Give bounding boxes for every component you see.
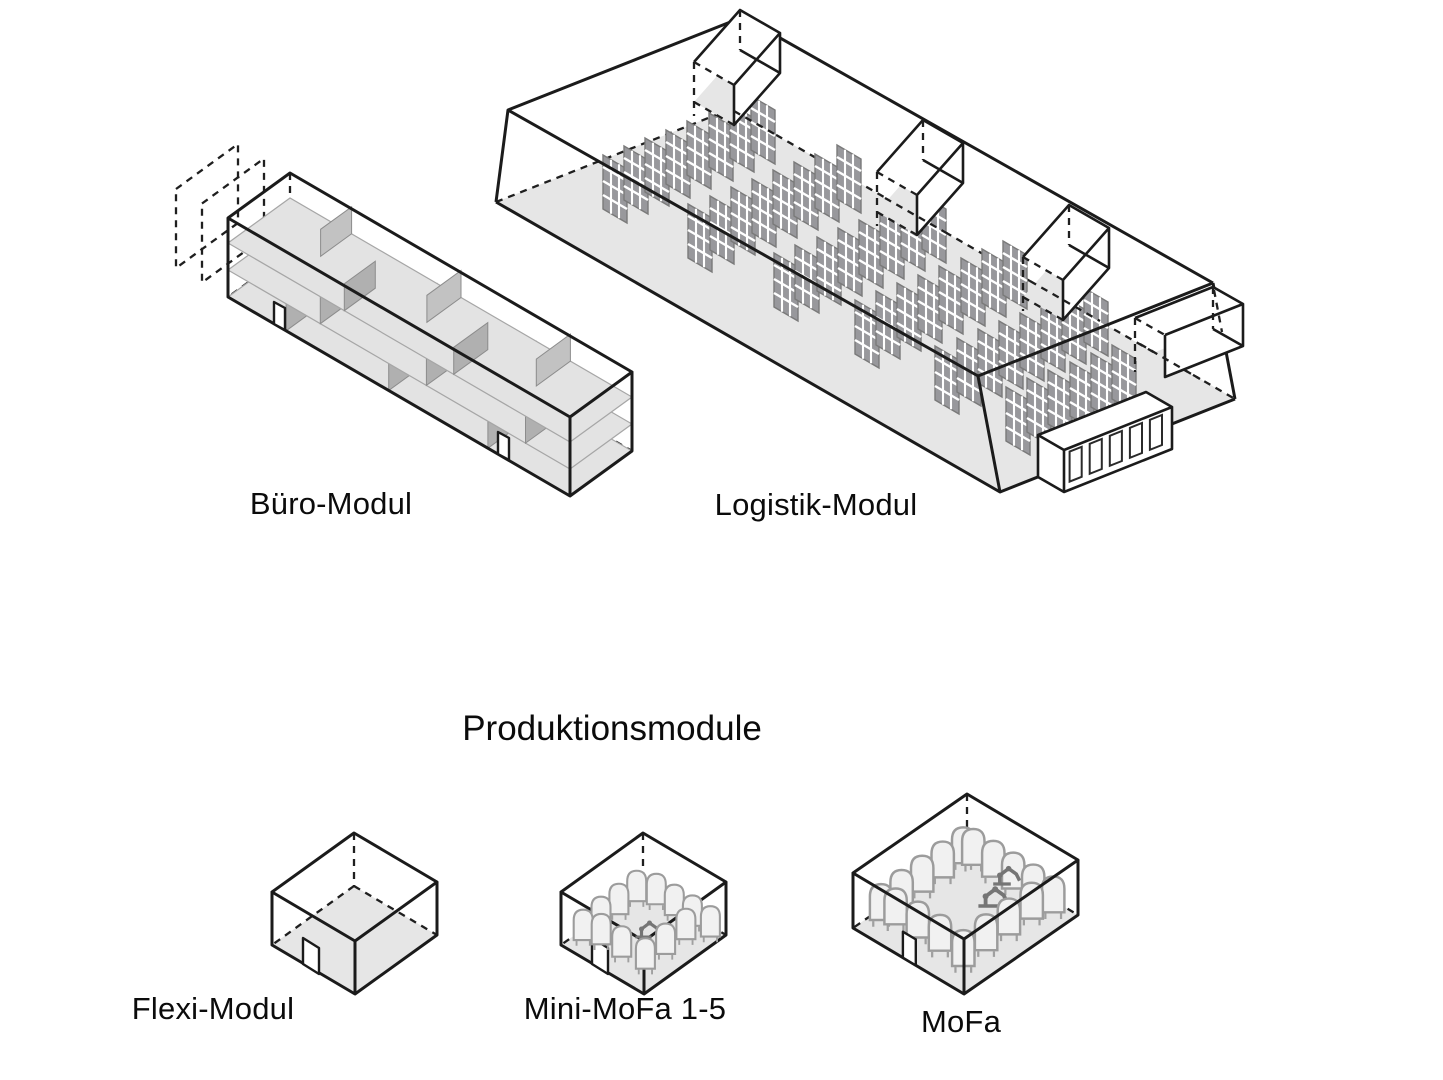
logistik-modul-drawing	[494, 8, 1245, 494]
flexi-modul-drawing	[270, 831, 439, 996]
mini-mofa-drawing	[559, 831, 728, 996]
flexi-modul-label: Flexi-Modul	[131, 991, 295, 1026]
dock-tube-1	[692, 8, 782, 137]
dock-tube-3	[1021, 203, 1111, 322]
mofa-label: MoFa	[920, 1004, 1002, 1039]
produktionsmodule-heading: Produktionsmodule	[462, 709, 762, 748]
dock-tube-4	[1133, 285, 1245, 380]
buero-modul-label: Büro-Modul	[249, 486, 413, 521]
buero-modul-drawing	[174, 142, 634, 498]
dock-bays	[1068, 413, 1163, 484]
logistik-modul-label: Logistik-Modul	[714, 487, 918, 522]
dock-tube-2	[875, 118, 965, 237]
mini-mofa-label: Mini-MoFa 1-5	[523, 991, 727, 1026]
mofa-drawing	[851, 792, 1080, 996]
loading-dock	[1036, 390, 1174, 494]
